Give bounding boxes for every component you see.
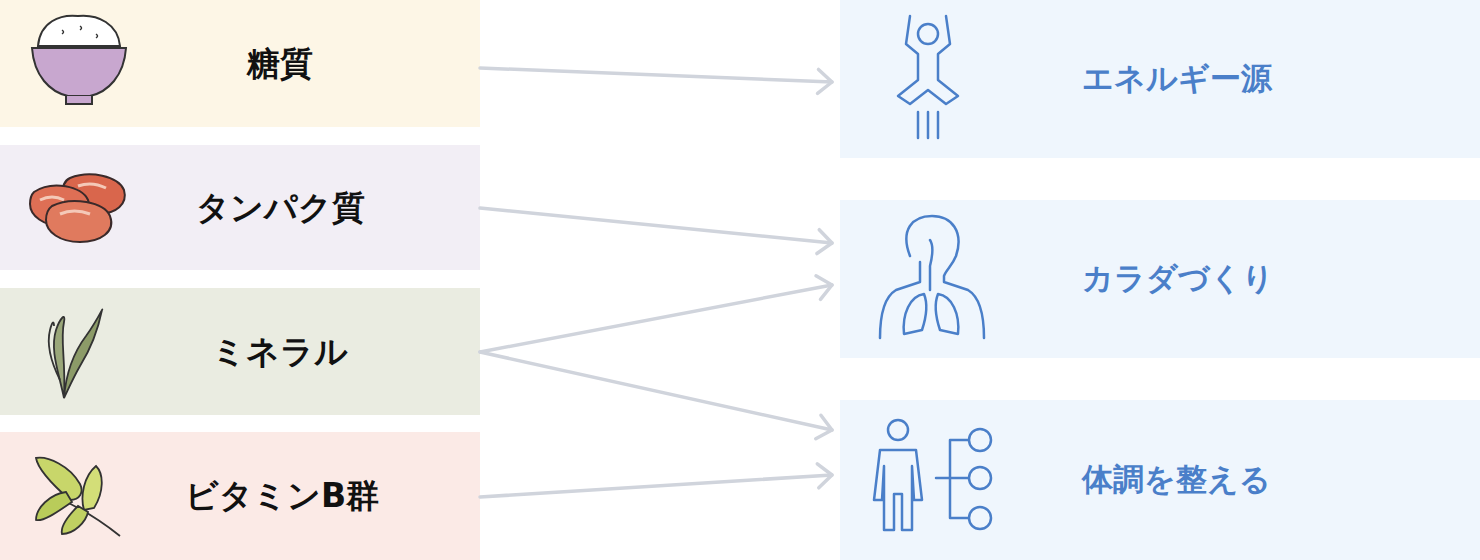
box-fill (0, 0, 480, 127)
function-label: エネルギー源 (1082, 58, 1272, 100)
leaf (62, 506, 88, 534)
branch-lines (936, 440, 968, 518)
nutrient-box: ビタミンB群 (0, 432, 480, 560)
meat-slice (46, 201, 111, 242)
function-box: エネルギー源 (840, 0, 1480, 158)
arrow-connector (480, 285, 832, 352)
nutrient-label: ミネラル (212, 329, 348, 374)
nutrient-box: ミネラル (0, 288, 480, 415)
box-fill (840, 200, 1480, 358)
box-fill (0, 288, 480, 415)
bowl (32, 48, 126, 96)
seaweed-blade (64, 309, 102, 398)
function-box: 体調を整える (840, 400, 1480, 560)
arrow-connector (480, 68, 832, 82)
seaweed-blade (54, 317, 65, 398)
box-fill (0, 432, 480, 560)
rice-bowl-icon (32, 16, 126, 104)
nutrient-label: タンパク質 (196, 185, 365, 230)
energy-person-icon (898, 16, 958, 138)
function-box: カラダづくり (840, 200, 1480, 358)
head (918, 24, 938, 44)
condition-person-icon (874, 420, 991, 530)
circle (969, 507, 991, 529)
body (874, 450, 922, 530)
meat-fat (40, 184, 106, 214)
seaweed-stem (49, 323, 60, 380)
arrow-connector (480, 352, 832, 430)
nutrient-box: タンパク質 (0, 145, 480, 270)
greens-icon (36, 458, 120, 536)
meat-icon (30, 174, 125, 242)
nutrient-label: ビタミンB群 (185, 474, 379, 519)
torso-outline (880, 216, 984, 338)
lungs (904, 294, 959, 334)
motion-lines (918, 112, 938, 138)
arrow-connector (480, 208, 832, 243)
leaf (36, 492, 72, 520)
nutrient-label: 糖質 (247, 41, 313, 86)
arrow-connector (480, 475, 832, 497)
nutrient-box: 糖質 (0, 0, 480, 127)
circle (969, 429, 991, 451)
head (888, 420, 908, 440)
seaweed-icon (49, 309, 103, 398)
leaf (83, 466, 102, 510)
body (898, 16, 958, 104)
box-fill (0, 145, 480, 270)
box-fill (840, 400, 1480, 560)
rice-grains (62, 26, 98, 38)
bowl-foot (66, 96, 92, 104)
circle (969, 467, 991, 489)
rice (38, 16, 120, 46)
windpipe (930, 240, 932, 290)
function-label: カラダづくり (1082, 258, 1274, 300)
lungs-icon (880, 216, 984, 338)
box-fill (840, 0, 1480, 158)
function-label: 体調を整える (1082, 459, 1271, 501)
